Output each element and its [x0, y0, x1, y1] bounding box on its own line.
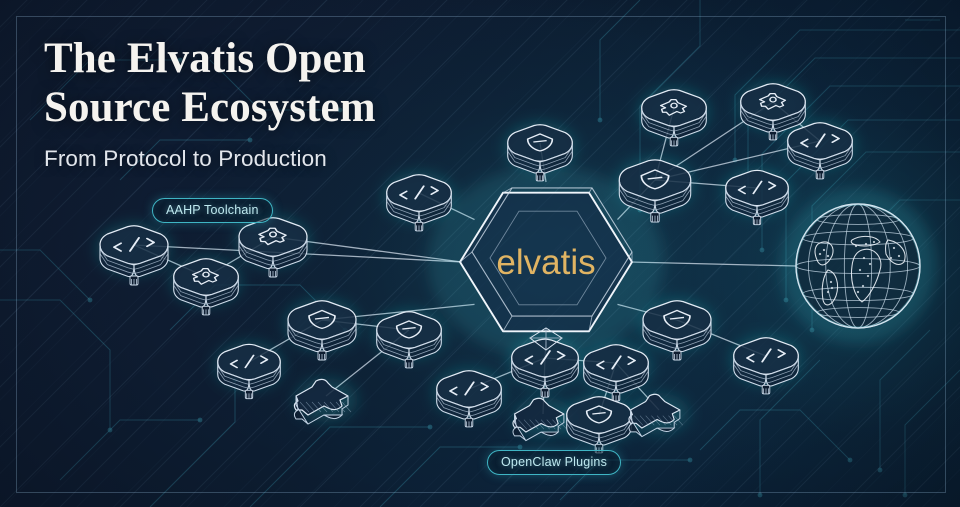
headline-block: The Elvatis Open Source Ecosystem From P…: [44, 34, 524, 172]
page-subtitle: From Protocol to Production: [44, 146, 327, 171]
page-title: The Elvatis Open Source Ecosystem: [44, 34, 524, 132]
title-line-2: Source Ecosystem: [44, 84, 376, 131]
label-aahp-toolchain: AAHP Toolchain: [152, 198, 273, 223]
title-line-1: The Elvatis Open: [44, 35, 366, 82]
label-openclaw-plugins: OpenClaw Plugins: [487, 450, 622, 475]
